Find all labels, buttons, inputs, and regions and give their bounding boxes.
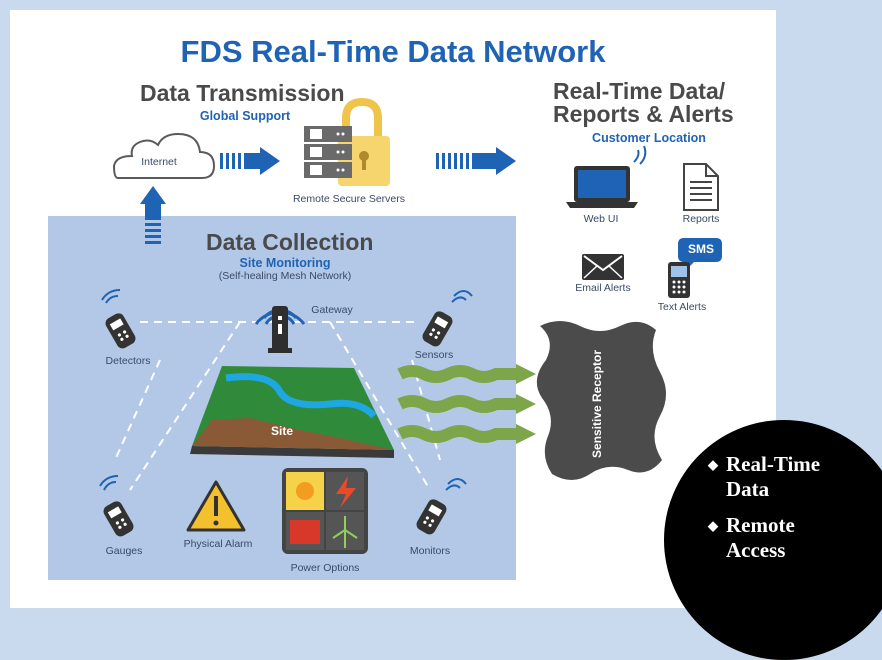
- highlights-list: ◆Real-Time Data ◆Remote Access: [708, 452, 856, 574]
- reports-heading-line2: Reports & Alerts: [553, 101, 734, 127]
- power-options-label: Power Options: [290, 562, 360, 574]
- sensitive-receptor-label: Sensitive Receptor: [590, 350, 604, 458]
- laptop-icon: [566, 145, 647, 208]
- mesh-network-label: (Self-healing Mesh Network): [218, 270, 352, 282]
- global-support-label: Global Support: [199, 109, 291, 123]
- arrow-servers-to-reports: [436, 147, 516, 175]
- monitor-radio-icon: [416, 478, 467, 535]
- diagram-title: FDS Real-Time Data Network: [180, 34, 606, 69]
- data-collection-heading: Data Collection: [206, 229, 374, 255]
- power-options-icon: [282, 468, 368, 554]
- envelope-icon: [582, 254, 624, 280]
- monitors-label: Monitors: [409, 545, 451, 557]
- detector-radio-icon: [101, 289, 136, 349]
- phone-sms-icon: [668, 238, 722, 298]
- physical-alarm-label: Physical Alarm: [183, 538, 253, 550]
- internet-cloud-icon: [112, 132, 216, 179]
- reports-label: Reports: [682, 213, 720, 225]
- web-ui-label: Web UI: [583, 213, 619, 225]
- gauges-label: Gauges: [105, 545, 143, 557]
- flow-arrows-to-receptor: [397, 364, 536, 444]
- data-transmission-heading: Data Transmission: [140, 80, 345, 106]
- internet-label: Internet: [141, 156, 177, 168]
- sensor-radio-icon: [422, 290, 473, 347]
- remote-servers-icon: [304, 97, 390, 186]
- sensors-label: Sensors: [414, 349, 454, 361]
- reports-heading-line1: Real-Time Data/: [553, 78, 726, 104]
- customer-location-label: Customer Location: [592, 131, 706, 145]
- sensitive-receptor-shape: [536, 321, 666, 480]
- diamond-bullet-icon: ◆: [708, 518, 718, 533]
- bullet-real-time-data: ◆Real-Time Data: [708, 452, 821, 501]
- diamond-bullet-icon: ◆: [708, 457, 718, 472]
- sms-label: SMS: [688, 242, 715, 256]
- gateway-icon: [254, 306, 306, 353]
- remote-servers-label: Remote Secure Servers: [292, 193, 406, 205]
- site-monitoring-label: Site Monitoring: [239, 256, 331, 270]
- physical-alarm-icon: [186, 480, 246, 532]
- text-alerts-label: Text Alerts: [657, 301, 707, 313]
- diagram-graphics: Sensitive Receptor Site: [99, 97, 722, 554]
- site-terrain-graphic: [190, 366, 394, 458]
- gateway-label: Gateway: [311, 304, 353, 316]
- arrow-collection-to-internet: [140, 186, 166, 244]
- arrow-internet-to-servers: [220, 147, 280, 175]
- document-icon: [683, 163, 719, 211]
- site-label: Site: [271, 424, 293, 438]
- gauge-radio-icon: [99, 475, 134, 537]
- email-alerts-label: Email Alerts: [575, 282, 631, 294]
- highlights-circle: [664, 420, 882, 660]
- reports-heading: Real-Time Data/ Reports & Alerts: [553, 80, 734, 126]
- detectors-label: Detectors: [105, 355, 151, 367]
- bullet-remote-access: ◆Remote Access: [708, 513, 795, 562]
